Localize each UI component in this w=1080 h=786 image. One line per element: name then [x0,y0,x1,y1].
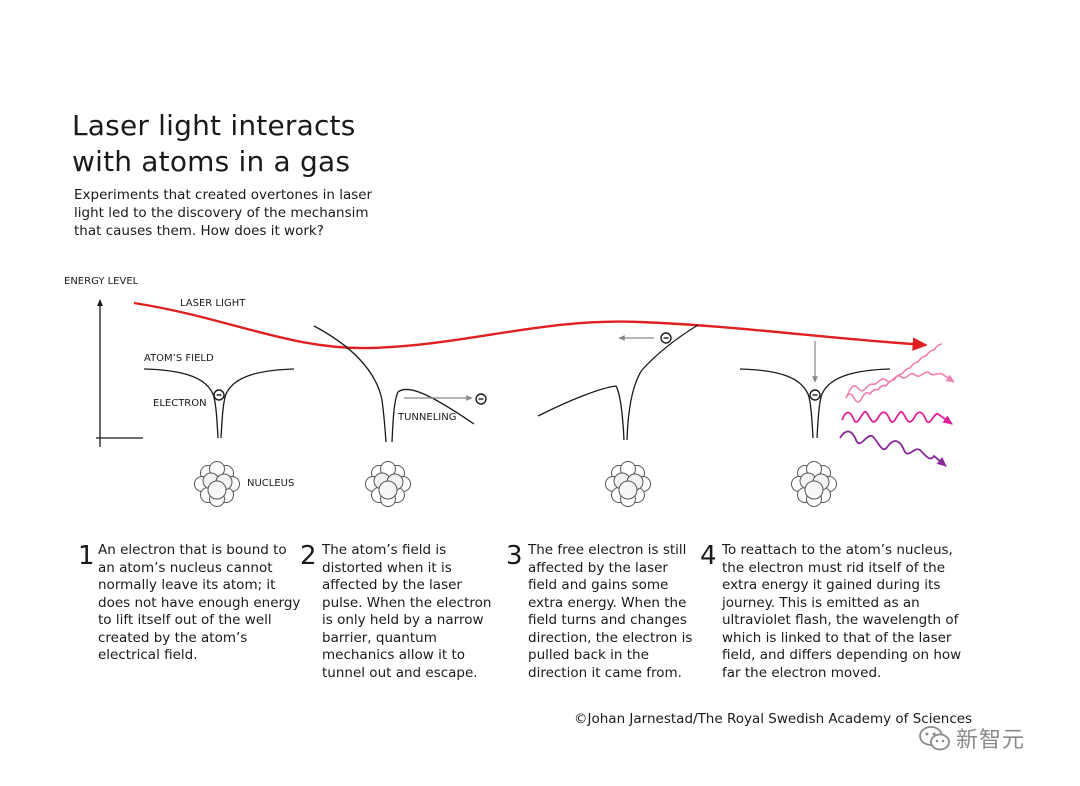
title-line-1: Laser light interacts [72,109,356,142]
step-4-line: ultraviolet flash, the wavelength of [722,612,959,628]
title-line-2: with atoms in a gas [72,145,351,178]
energy-level-label: ENERGY LEVEL [64,276,139,287]
watermark-text: 新智元 [956,728,1026,753]
step-1-line: an atom’s nucleus cannot [98,559,273,576]
step-1-text: An electron that is bound to an atom’s n… [98,542,300,665]
panel-2-potential [313,325,475,443]
step-3-line: field turns and changes [528,612,687,628]
laser-light-wave [133,301,928,351]
watermark: 新智元 [918,722,1025,754]
step-2-text: The atom’s field is distorted when it is… [322,542,491,682]
flash-wave-long [839,430,947,467]
step-4-number: 4 [700,541,717,571]
image-credit: ©Johan Jarnestad/The Royal Swedish Acade… [574,711,973,727]
nucleus-4 [791,461,837,507]
step-1-line: electrical field. [98,647,198,663]
step-4-line: extra energy it gained during its [722,577,941,593]
step-2-line: The atom’s field is [322,542,447,558]
step-4-line: journey. This is emitted as an [722,594,920,611]
electron-3 [660,332,672,344]
step-2-line: barrier, quantum [322,629,437,646]
step-1-line: normally leave its atom; it [98,577,276,593]
step-3-line: affected by the laser [528,559,668,576]
step-3-line: direction, the electron is [528,629,693,646]
flash-wave-medium [841,411,953,425]
nucleus-3 [605,461,651,507]
step-3-line: pulled back in the [528,647,649,663]
subtitle-line-3: that causes them. How does it work? [74,223,324,239]
flash-wave-short-b [845,371,955,399]
flash-wave-short [845,343,943,403]
nucleus-1 [194,461,240,507]
step-1-line: to lift itself out of the well [98,612,272,628]
step-3-line: The free electron is still [528,542,687,558]
subtitle-line-2: light led to the discovery of the mechan… [74,205,369,221]
subtitle-line-1: Experiments that created overtones in la… [74,187,373,203]
step-2-line: mechanics allow it to [322,647,466,663]
panel-1-potential [143,368,295,439]
atoms-field-label: ATOM’S FIELD [144,353,214,364]
step-2-line: is only held by a narrow [322,612,484,628]
step-1-line: An electron that is bound to [98,542,287,558]
step-4-line: which is linked to that of the laser [722,629,952,646]
panel-3-potential [537,324,699,441]
step-2-line: pulse. When the electron [322,594,492,611]
step-2-line: affected by the laser [322,577,462,593]
step-4-line: To reattach to the atom’s nucleus, [722,542,953,558]
step-4-text: To reattach to the atom’s nucleus, the e… [722,542,961,682]
step-3-line: direction it came from. [528,664,682,681]
step-2-line: tunnel out and escape. [322,664,478,681]
nucleus-label: NUCLEUS [247,478,294,489]
step-4-line: the electron must rid itself of the [722,559,946,576]
step-4-line: far the electron moved. [722,664,882,681]
step-3-text: The free electron is still affected by t… [528,542,692,682]
page-title: Laser light interacts with atoms in a ga… [72,108,452,180]
subtitle: Experiments that created overtones in la… [74,186,394,240]
step-2-number: 2 [300,541,317,571]
step-1-line: created by the atom’s [98,629,248,646]
electron-1 [213,389,225,401]
nucleus-2 [365,461,411,507]
energy-axis [96,299,143,447]
panel-4-potential [739,341,891,439]
tunneling-label: TUNNELING [397,412,456,423]
electron-2 [475,393,487,405]
step-2-line: distorted when it is [322,559,452,576]
step-1-line: does not have enough energy [98,594,301,611]
electron-4 [809,389,821,401]
step-4-line: field, and differs depending on how [722,647,962,663]
step-3-line: field and gains some [528,577,669,593]
step-3-number: 3 [506,541,523,571]
electron-label: ELECTRON [153,398,207,409]
wechat-icon [919,726,950,751]
step-1-number: 1 [78,541,95,571]
step-3-line: extra energy. When the [528,594,687,611]
laser-light-label: LASER LIGHT [180,298,246,309]
